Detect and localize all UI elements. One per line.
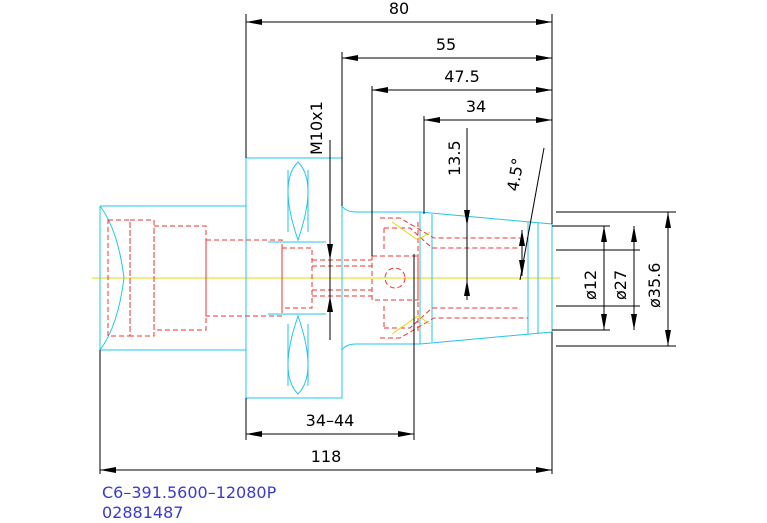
hidden-lines: [107, 217, 528, 339]
dimension-arrows: [100, 19, 671, 473]
dim-13-5: 13.5: [445, 140, 464, 176]
dim-dia35-6: ø35.6: [645, 263, 664, 308]
dim-55: 55: [436, 35, 456, 54]
part-code: C6–391.5600–12080P: [102, 483, 277, 502]
part-number: 02881487: [102, 503, 183, 522]
dim-34: 34: [466, 97, 486, 116]
tool-outline: [99, 157, 553, 399]
collet-slits: [391, 221, 431, 335]
dim-47-5: 47.5: [444, 67, 480, 86]
dim-118: 118: [311, 447, 342, 466]
dim-80: 80: [389, 0, 409, 18]
dim-dia12: ø12: [581, 270, 600, 300]
dim-angle: 4.5°: [503, 156, 528, 192]
dim-34-44: 34–44: [306, 411, 355, 430]
dim-thread: M10x1: [307, 101, 326, 155]
dim-dia27: ø27: [611, 270, 630, 300]
dimension-lines: [99, 14, 676, 474]
